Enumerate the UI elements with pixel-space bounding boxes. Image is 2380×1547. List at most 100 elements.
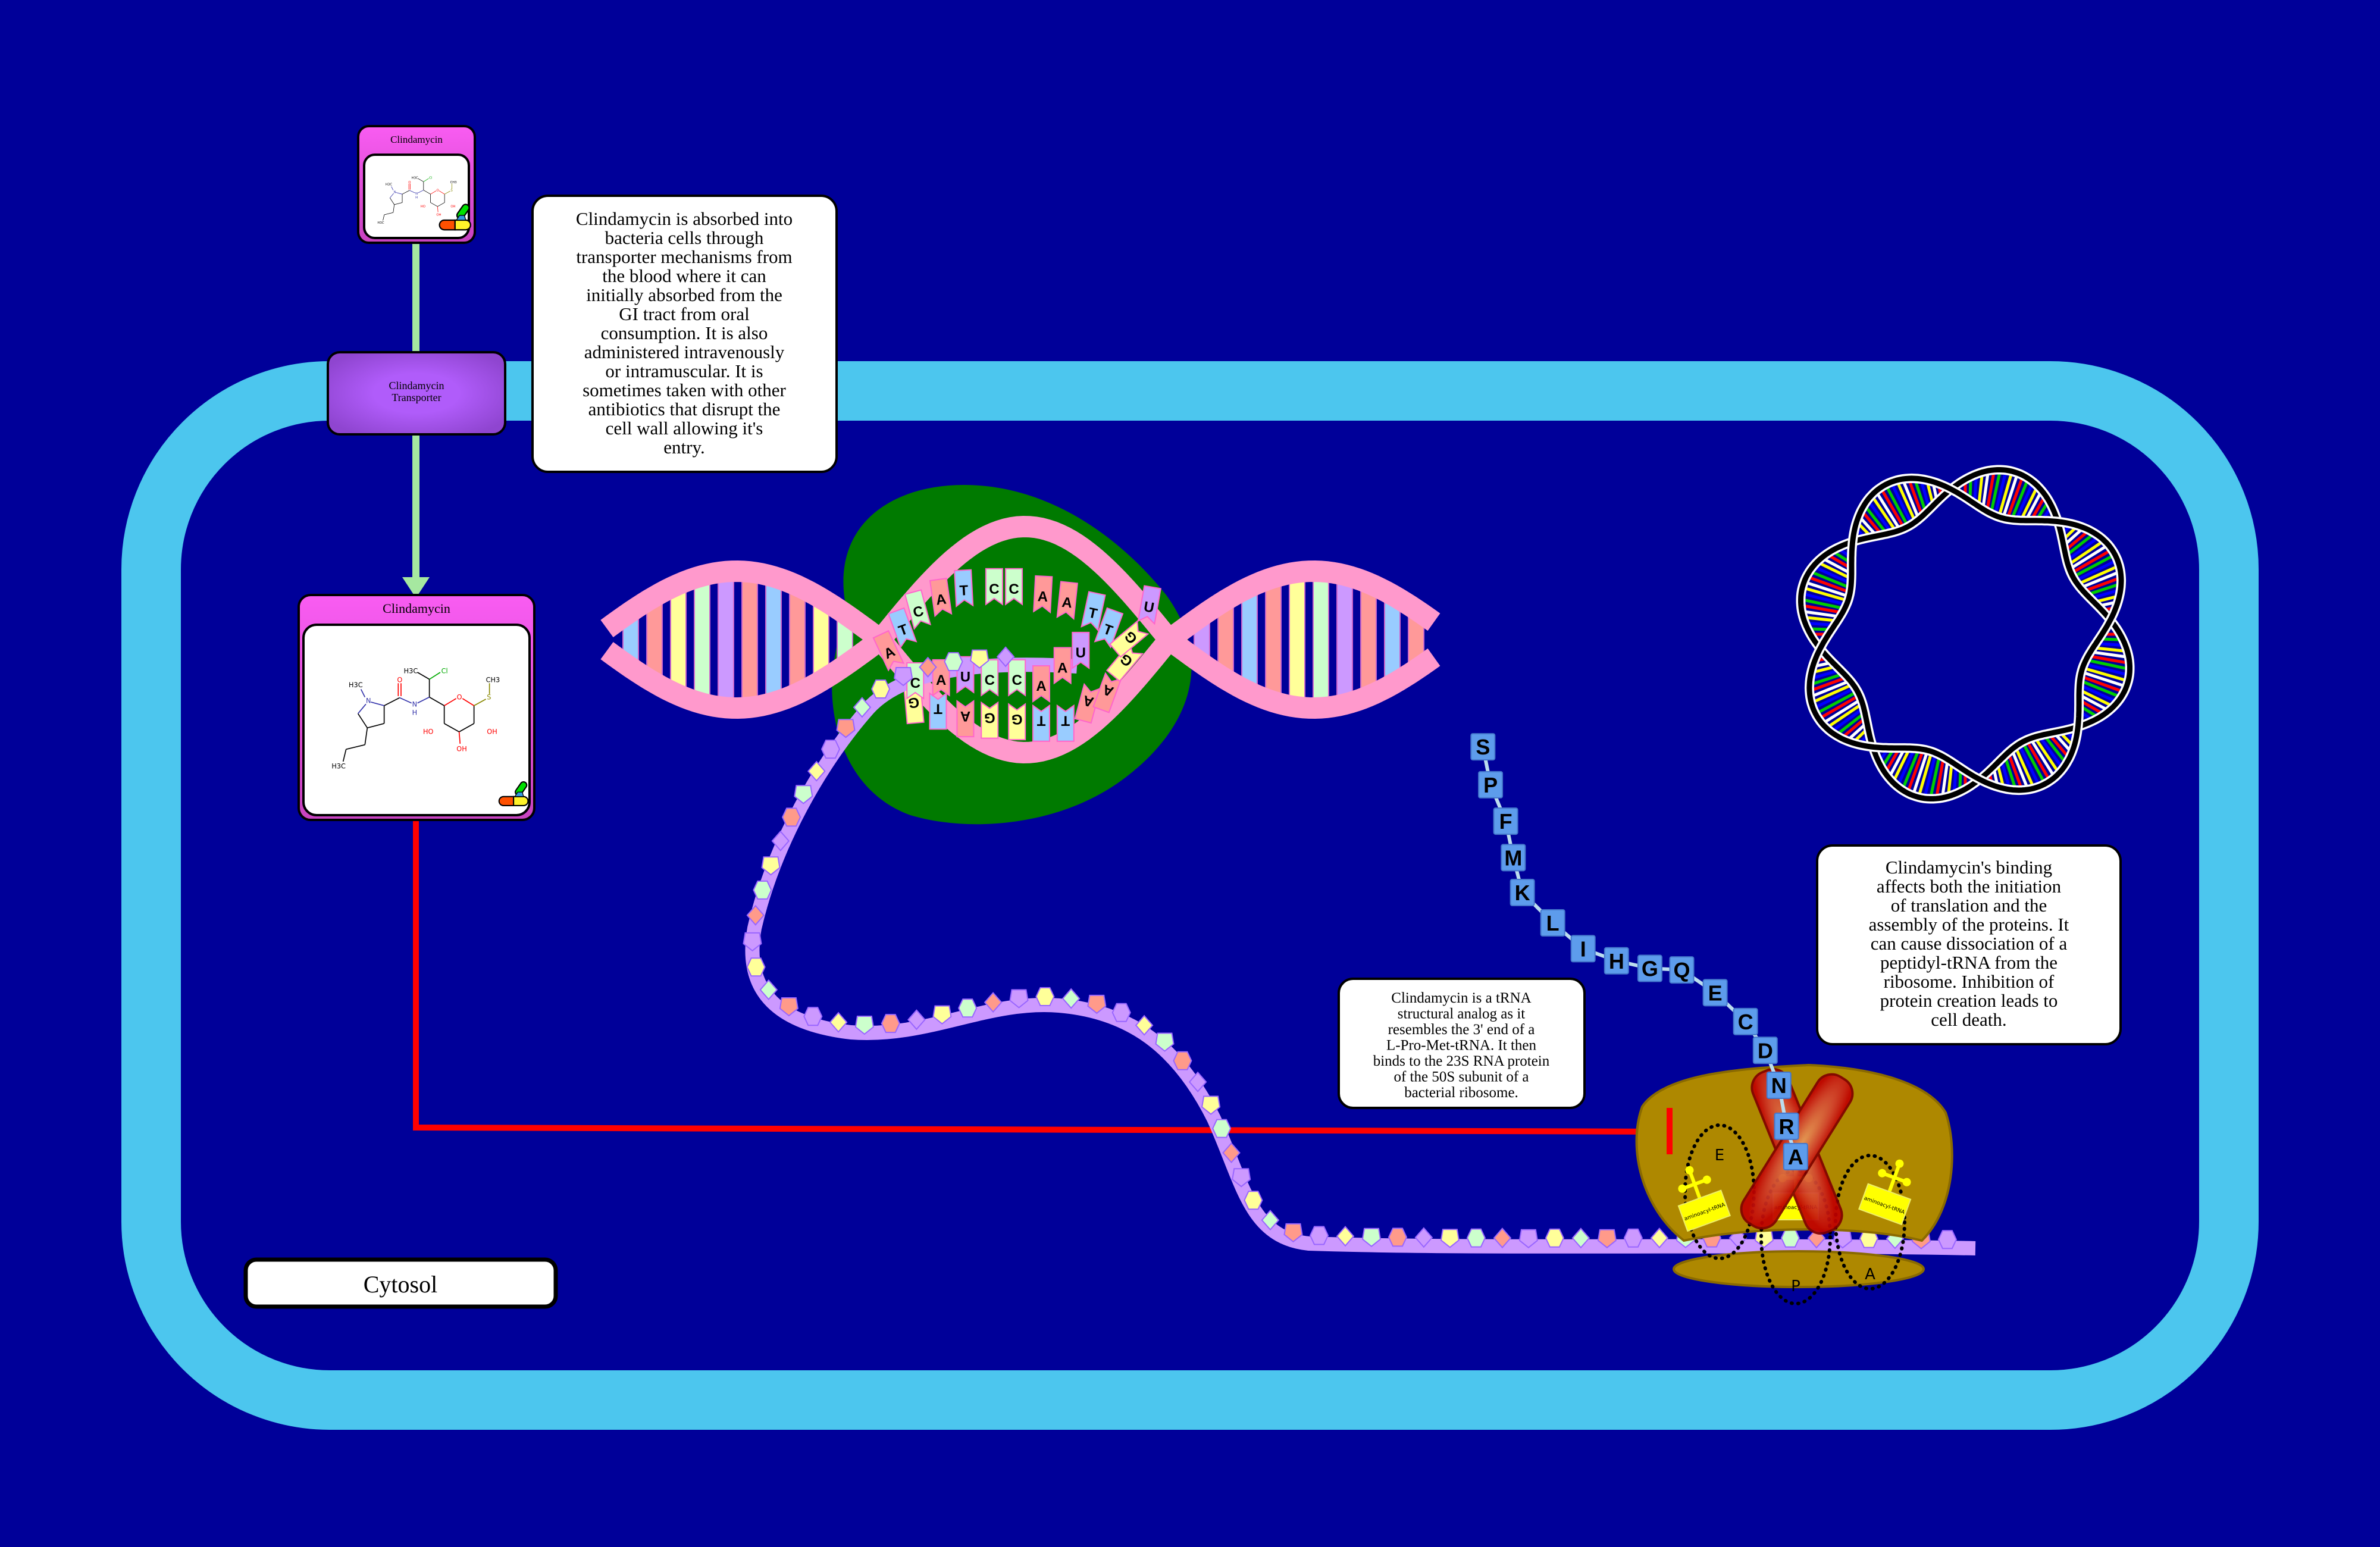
codon-bead xyxy=(743,932,762,952)
atom-label: O xyxy=(457,693,462,702)
amino-acid: C xyxy=(1733,1007,1758,1035)
nucleotide-letter: A xyxy=(1037,588,1048,605)
base-pair xyxy=(1265,577,1282,703)
amino-acid: F xyxy=(1493,807,1518,835)
drug-card-large[interactable]: Clindamycin xyxy=(298,594,536,821)
note-line: transporter mechanisms from xyxy=(576,246,792,267)
codon-bead xyxy=(803,1007,823,1026)
amino-acid: E xyxy=(1702,979,1728,1007)
codon-bead xyxy=(907,1009,926,1031)
aminoacyl-trna: aminoacyl-tRNA xyxy=(1677,1166,1731,1232)
drug-card-title: Clindamycin xyxy=(383,601,450,616)
atom-label: H3C xyxy=(331,762,346,771)
nucleotide: G xyxy=(1008,703,1026,741)
codon-bead xyxy=(854,1016,874,1035)
codon-bead xyxy=(836,719,856,738)
amino-acid-letter: G xyxy=(1642,957,1658,981)
base-pair xyxy=(741,571,758,708)
note-line: Clindamycin is a tRNA xyxy=(1391,990,1531,1006)
codon-bead xyxy=(919,656,937,678)
codon-bead xyxy=(944,652,963,671)
uptake-arrowhead xyxy=(402,577,430,598)
note-line: bacteria cells through xyxy=(605,227,764,248)
codon-bead xyxy=(870,679,891,699)
codon-bead xyxy=(881,1014,900,1034)
codon-bead xyxy=(1466,1228,1486,1248)
nucleotide-letter: T xyxy=(1061,713,1070,729)
codon-bead xyxy=(794,785,813,804)
amino-acid: R xyxy=(1774,1112,1799,1140)
atom-label: O xyxy=(397,676,402,684)
codon-bead xyxy=(1336,1226,1355,1247)
note-line: peptidyl-tRNA from the xyxy=(1880,952,2058,973)
atom-label: H3C xyxy=(404,666,418,675)
codon-bead xyxy=(1244,1191,1263,1210)
nucleotide: A xyxy=(1053,647,1072,685)
nucleotide: A xyxy=(872,630,905,672)
codon-bead xyxy=(1937,1230,1958,1250)
base-pair xyxy=(694,575,710,704)
nucleotide: T xyxy=(1032,704,1050,742)
nucleotide-letter: G xyxy=(984,710,995,726)
nucleotide-letter: A xyxy=(1081,692,1095,710)
atom-label: OH xyxy=(456,744,466,753)
nucleotide: A xyxy=(1092,672,1122,713)
nucleotide-letter: A xyxy=(1057,660,1067,676)
nucleotide-letter: U xyxy=(1076,645,1086,661)
codon-bead xyxy=(746,904,765,926)
amino-acid-letter: C xyxy=(1738,1010,1753,1034)
nucleotide-letter: A xyxy=(1061,594,1073,612)
codon-bead xyxy=(1135,1014,1154,1036)
amino-acid-letter: Q xyxy=(1674,958,1690,982)
amino-acid: P xyxy=(1478,771,1504,798)
amino-acid-letter: P xyxy=(1483,773,1498,797)
codon-bead xyxy=(781,807,801,827)
codon-bead xyxy=(1780,1228,1800,1248)
base-pair xyxy=(670,584,687,696)
nucleotide-letter: U xyxy=(960,669,970,685)
amino-acid: M xyxy=(1501,844,1526,872)
nucleotide: C xyxy=(985,568,1003,606)
note-line: the blood where it can xyxy=(602,265,766,286)
nucleotide: T xyxy=(1056,704,1075,742)
amino-acid: S xyxy=(1470,733,1496,761)
codon-bead xyxy=(1597,1229,1617,1249)
amino-acid: K xyxy=(1510,878,1535,906)
amino-acid: A xyxy=(1783,1142,1808,1170)
base-pair xyxy=(1289,571,1305,708)
codon-bead xyxy=(1061,988,1081,1009)
codon-bead xyxy=(1155,1032,1175,1052)
atom-label: H xyxy=(412,708,418,716)
base-pair xyxy=(1336,574,1353,705)
codon-bead xyxy=(958,998,978,1018)
base-pair xyxy=(1241,586,1258,693)
note-line: ribosome. Inhibition of xyxy=(1884,971,2055,992)
codon-bead xyxy=(829,1012,848,1033)
codon-bead xyxy=(1009,989,1029,1009)
nucleotide-letter: G xyxy=(907,694,920,711)
atom-label: OH xyxy=(487,727,497,735)
codon-bead xyxy=(1188,1071,1207,1092)
nucleotide: A xyxy=(1074,682,1101,724)
note-line: or intramuscular. It is xyxy=(605,361,763,381)
nucleotide-letter: C xyxy=(1009,581,1019,597)
nucleotide-letter: T xyxy=(934,700,942,716)
note-line: affects both the initiation xyxy=(1877,876,2062,897)
note-line: Clindamycin is absorbed into xyxy=(576,208,793,229)
dna-strand xyxy=(600,515,1440,719)
note-line: structural analog as it xyxy=(1398,1006,1526,1022)
nucleotide: A xyxy=(1032,665,1050,703)
amino-acid: N xyxy=(1766,1071,1792,1099)
nucleotide: T xyxy=(954,569,974,608)
nucleotide-letter: T xyxy=(959,583,969,599)
nucleotide-letter: C xyxy=(910,675,920,691)
amino-acid-letter: D xyxy=(1758,1038,1773,1063)
note-line: sometimes taken with other xyxy=(583,380,786,400)
codon-bead xyxy=(1173,1051,1192,1070)
drug-card-small[interactable]: Clindamycin xyxy=(357,125,476,244)
